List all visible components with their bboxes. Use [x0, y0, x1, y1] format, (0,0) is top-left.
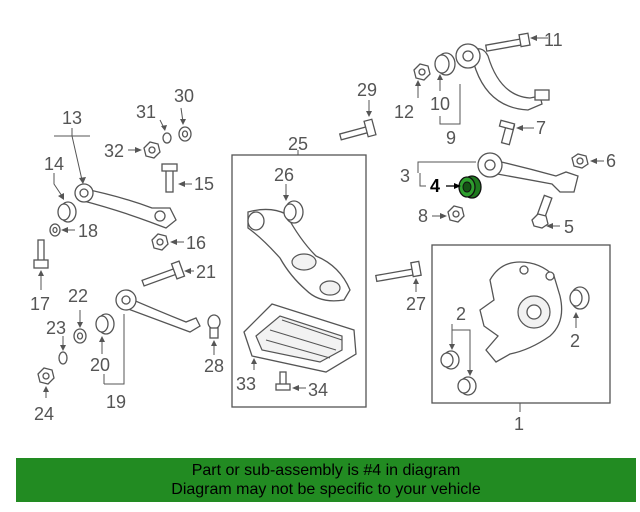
nut-8: [447, 205, 465, 223]
callout-4: 4: [430, 176, 440, 196]
nut-24: [37, 367, 55, 385]
group-box-1: [431, 244, 611, 404]
callout-1: 1: [514, 414, 524, 434]
callout-17: 17: [30, 294, 50, 314]
nut-32: [143, 141, 161, 159]
bolt-27: [375, 260, 422, 283]
info-banner: Part or sub-assembly is #4 in diagram Di…: [16, 458, 636, 502]
bushing-10: [434, 52, 456, 76]
callout-5: 5: [564, 217, 574, 237]
lower-arm-19: [115, 289, 201, 333]
callout-33: 33: [236, 374, 256, 394]
callout-8: 8: [418, 206, 428, 226]
callout-16: 16: [186, 233, 206, 253]
nut-12: [413, 63, 431, 81]
bushing-20: [95, 313, 115, 335]
callout-22: 22: [68, 286, 88, 306]
bolt-7: [498, 119, 516, 146]
bushing-4-highlighted: [458, 175, 482, 199]
callout-2-right: 2: [570, 331, 580, 351]
washer-31: [162, 132, 172, 144]
callout-29: 29: [357, 80, 377, 100]
callout-2-left: 2: [456, 304, 466, 324]
callout-27: 27: [406, 294, 426, 314]
callout-12: 12: [394, 102, 414, 122]
bolt-5: [531, 194, 553, 229]
washer-23: [58, 351, 68, 365]
callout-18: 18: [78, 221, 98, 241]
callout-30: 30: [174, 86, 194, 106]
washer-18: [49, 223, 61, 237]
callout-11: 11: [544, 30, 563, 50]
bolt-34: [275, 371, 291, 391]
bolt-29: [338, 118, 377, 141]
callout-20: 20: [90, 355, 110, 375]
bushing-28: [207, 314, 221, 339]
callout-31: 31: [136, 102, 156, 122]
bushing-26: [283, 200, 304, 224]
callout-23: 23: [46, 318, 66, 338]
shield-33: [243, 303, 357, 373]
callout-28: 28: [204, 356, 224, 376]
bolt-11: [484, 32, 548, 52]
lateral-arm-3: [477, 152, 579, 193]
banner-line-2: Diagram may not be specific to your vehi…: [171, 481, 481, 498]
bushing-2-lower-a: [440, 350, 460, 370]
callout-24: 24: [34, 404, 54, 424]
callout-6: 6: [606, 151, 616, 171]
callout-19: 19: [106, 392, 126, 412]
callout-25: 25: [288, 134, 308, 154]
callout-3: 3: [400, 166, 410, 186]
trailing-arm-13: [74, 183, 177, 229]
upper-control-arm-9: [455, 43, 550, 111]
banner-line-1: Part or sub-assembly is #4 in diagram: [191, 462, 461, 479]
callout-10: 10: [430, 94, 450, 114]
bushing-22: [73, 328, 87, 344]
callout-9: 9: [446, 128, 456, 148]
group-box-25: [231, 154, 367, 408]
callout-14: 14: [44, 154, 64, 174]
callout-32: 32: [104, 141, 124, 161]
bolt-17: [33, 239, 49, 269]
nut-16: [151, 233, 169, 251]
bushing-2-right: [569, 286, 590, 310]
nut-6: [571, 153, 589, 169]
callout-26: 26: [274, 165, 294, 185]
callout-21: 21: [196, 262, 216, 282]
callout-15: 15: [194, 174, 214, 194]
bushing-2-lower-b: [457, 376, 477, 396]
callout-7: 7: [536, 118, 546, 138]
bolt-15: [161, 163, 178, 193]
bushing-14: [57, 201, 77, 223]
washer-30: [178, 126, 192, 142]
lower-control-arm-26: [247, 208, 351, 302]
knuckle-1: [479, 261, 563, 363]
callout-13: 13: [62, 108, 82, 128]
bolt-21: [141, 260, 186, 287]
callout-34: 34: [308, 380, 328, 400]
